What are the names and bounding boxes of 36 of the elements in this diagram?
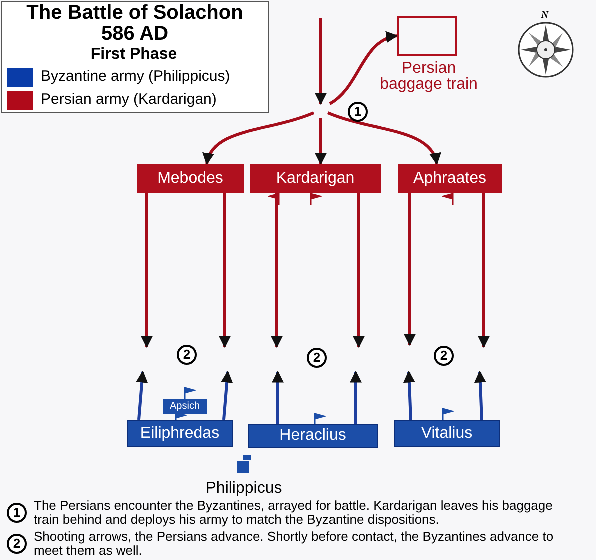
arrow: [327, 112, 440, 166]
step-number: 1: [7, 503, 27, 523]
legend-label: Persian army (Kardarigan): [41, 90, 217, 110]
army-box: Vitalius: [394, 420, 500, 447]
note-text: The Persians encounter the Byzantines, arrayed for battle. Kardarigan leaves his baggage train behind and deploys his army to match the Byzantine dispositions.: [34, 499, 554, 527]
arrow: [478, 193, 490, 348]
arrow: [219, 193, 231, 348]
arrow: [353, 193, 365, 348]
north-label: N: [540, 9, 550, 23]
arrow: [474, 370, 486, 420]
node-label: Philippicus: [206, 479, 282, 499]
arrow: [221, 370, 234, 420]
step-number: 2: [7, 534, 27, 554]
step-number: 2: [434, 346, 454, 366]
step-number: 2: [307, 348, 327, 368]
army-box: Eiliphredas: [127, 420, 233, 447]
node-label: Persian baggage train: [379, 61, 479, 93]
title: The Battle of Solachon 586 AD: [26, 3, 244, 45]
arrow: [403, 370, 416, 420]
arrow: [315, 118, 327, 166]
arrow: [204, 112, 315, 166]
subtitle: First Phase: [90, 45, 178, 65]
arrow: [404, 193, 416, 346]
arrow: [350, 370, 362, 424]
arrow: [271, 193, 283, 348]
army-box: Mebodes: [137, 164, 244, 193]
arrow: [272, 370, 284, 424]
legend-label: Byzantine army (Philippicus): [41, 67, 230, 87]
arrow: [141, 193, 153, 348]
note-text: Shooting arrows, the Persians advance. Shortly before contact, the Byzantines advance to meet them as well.: [34, 530, 555, 558]
army-box: Kardarigan: [250, 164, 381, 193]
step-number: 2: [177, 345, 197, 365]
arrow: [329, 32, 398, 106]
army-box: Aphraates: [398, 164, 502, 193]
step-number: 1: [348, 102, 368, 122]
arrow: [136, 370, 148, 420]
